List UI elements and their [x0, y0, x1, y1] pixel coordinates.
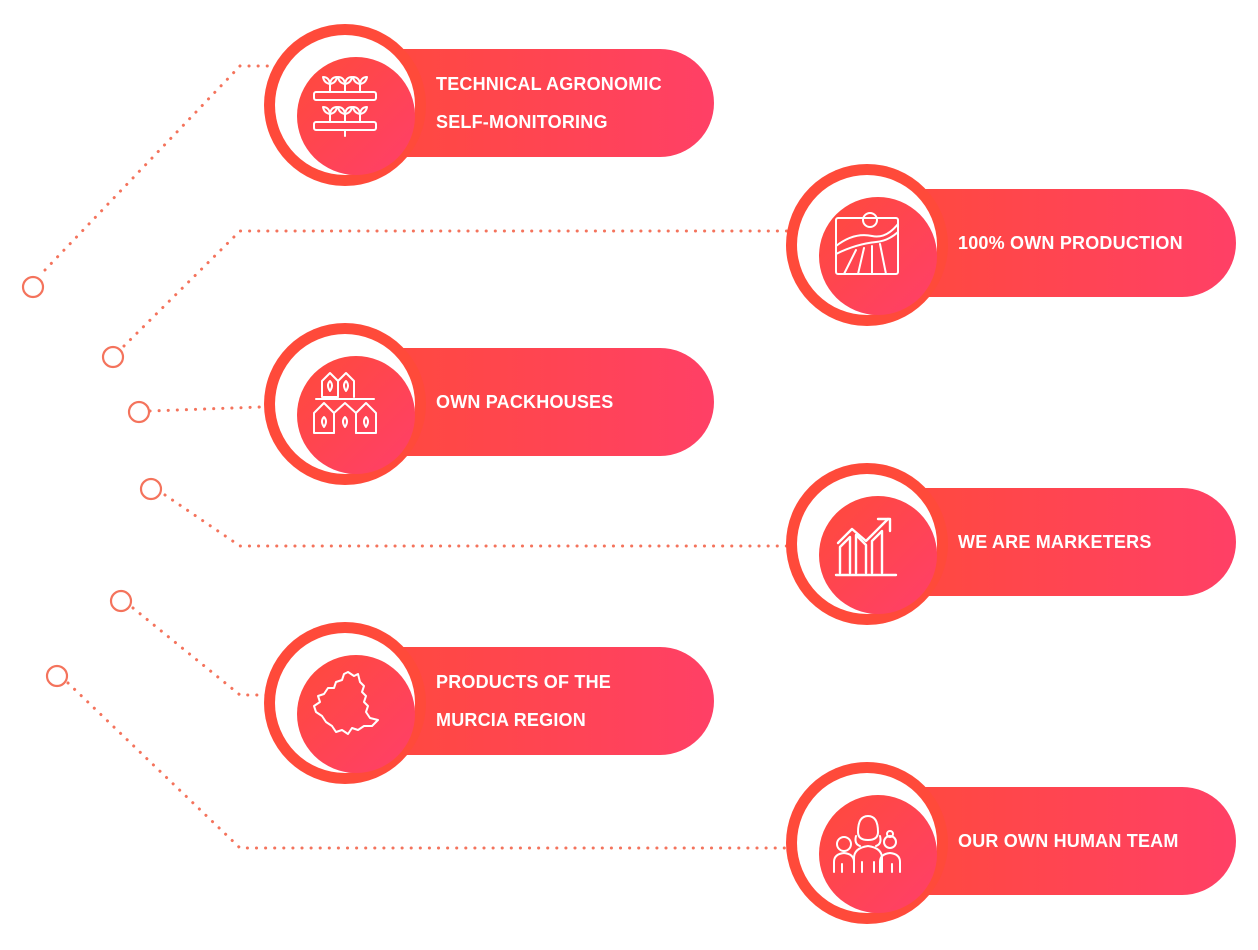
- item-technical-agronomic: TECHNICAL AGRONOMIC SELF-MONITORING: [264, 24, 734, 188]
- icon-ring: [786, 762, 948, 924]
- icon-ring: [264, 622, 426, 784]
- icon-ring: [264, 323, 426, 485]
- item-label-line: PRODUCTS OF THE: [436, 672, 612, 692]
- item-label-line: 100% OWN PRODUCTION: [958, 233, 1183, 253]
- icon-ring: [264, 24, 426, 186]
- connector-endpoint-6: [45, 664, 69, 688]
- item-own-packhouses: OWN PACKHOUSES: [264, 323, 734, 487]
- item-label: TECHNICAL AGRONOMIC SELF-MONITORING: [436, 49, 706, 157]
- item-label: 100% OWN PRODUCTION: [958, 189, 1228, 297]
- connector-endpoint-1: [21, 275, 45, 299]
- item-human-team: OUR OWN HUMAN TEAM: [786, 762, 1256, 926]
- connector-line-2: [122, 229, 792, 348]
- murcia-region-map-icon: [313, 671, 379, 735]
- item-label-line: OUR OWN HUMAN TEAM: [958, 831, 1179, 851]
- item-label-line: TECHNICAL AGRONOMIC: [436, 74, 662, 94]
- field-sun-icon: [835, 212, 899, 275]
- connector-line-5: [131, 606, 270, 697]
- connector-endpoint-5: [109, 589, 133, 613]
- item-label: WE ARE MARKETERS: [958, 488, 1228, 596]
- connector-endpoint-4: [139, 477, 163, 501]
- connector-line-1: [43, 64, 272, 272]
- icon-ring: [786, 164, 948, 326]
- growth-chart-icon: [834, 517, 898, 577]
- connector-line-3: [148, 405, 262, 413]
- item-label: PRODUCTS OF THE MURCIA REGION: [436, 647, 706, 755]
- icon-ring: [786, 463, 948, 625]
- item-label: OUR OWN HUMAN TEAM: [958, 787, 1228, 895]
- item-label-line: MURCIA REGION: [436, 710, 586, 730]
- connector-line-4: [163, 493, 792, 548]
- item-label-line: WE ARE MARKETERS: [958, 532, 1152, 552]
- item-label-line: OWN PACKHOUSES: [436, 392, 614, 412]
- item-murcia-region: PRODUCTS OF THE MURCIA REGION: [264, 622, 734, 786]
- item-marketers: WE ARE MARKETERS: [786, 463, 1256, 627]
- connector-endpoint-3: [127, 400, 151, 424]
- greenhouses-icon: [313, 372, 377, 434]
- seedling-trays-icon: [313, 76, 377, 137]
- connector-endpoint-2: [101, 345, 125, 369]
- item-label-line: SELF-MONITORING: [436, 112, 608, 132]
- item-own-production: 100% OWN PRODUCTION: [786, 164, 1256, 328]
- people-team-icon: [833, 815, 901, 873]
- item-label: OWN PACKHOUSES: [436, 348, 706, 456]
